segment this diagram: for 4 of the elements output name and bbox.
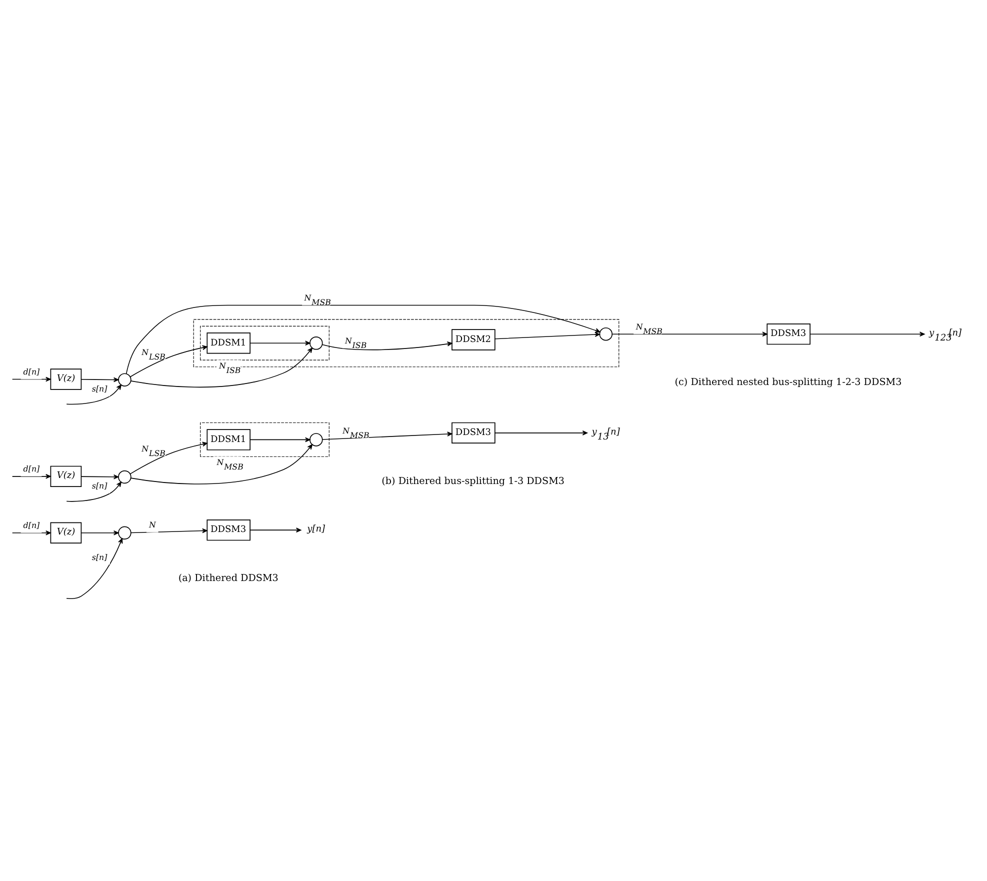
node-text: y[n] <box>307 524 326 534</box>
label: (b) Dithered bus-splitting 1-3 DDSM3 <box>382 475 564 486</box>
label: (c) Dithered nested bus-splitting 1-2-3 DDSM3 <box>674 376 902 388</box>
label: (a) Dithered DDSM3 <box>178 572 278 584</box>
